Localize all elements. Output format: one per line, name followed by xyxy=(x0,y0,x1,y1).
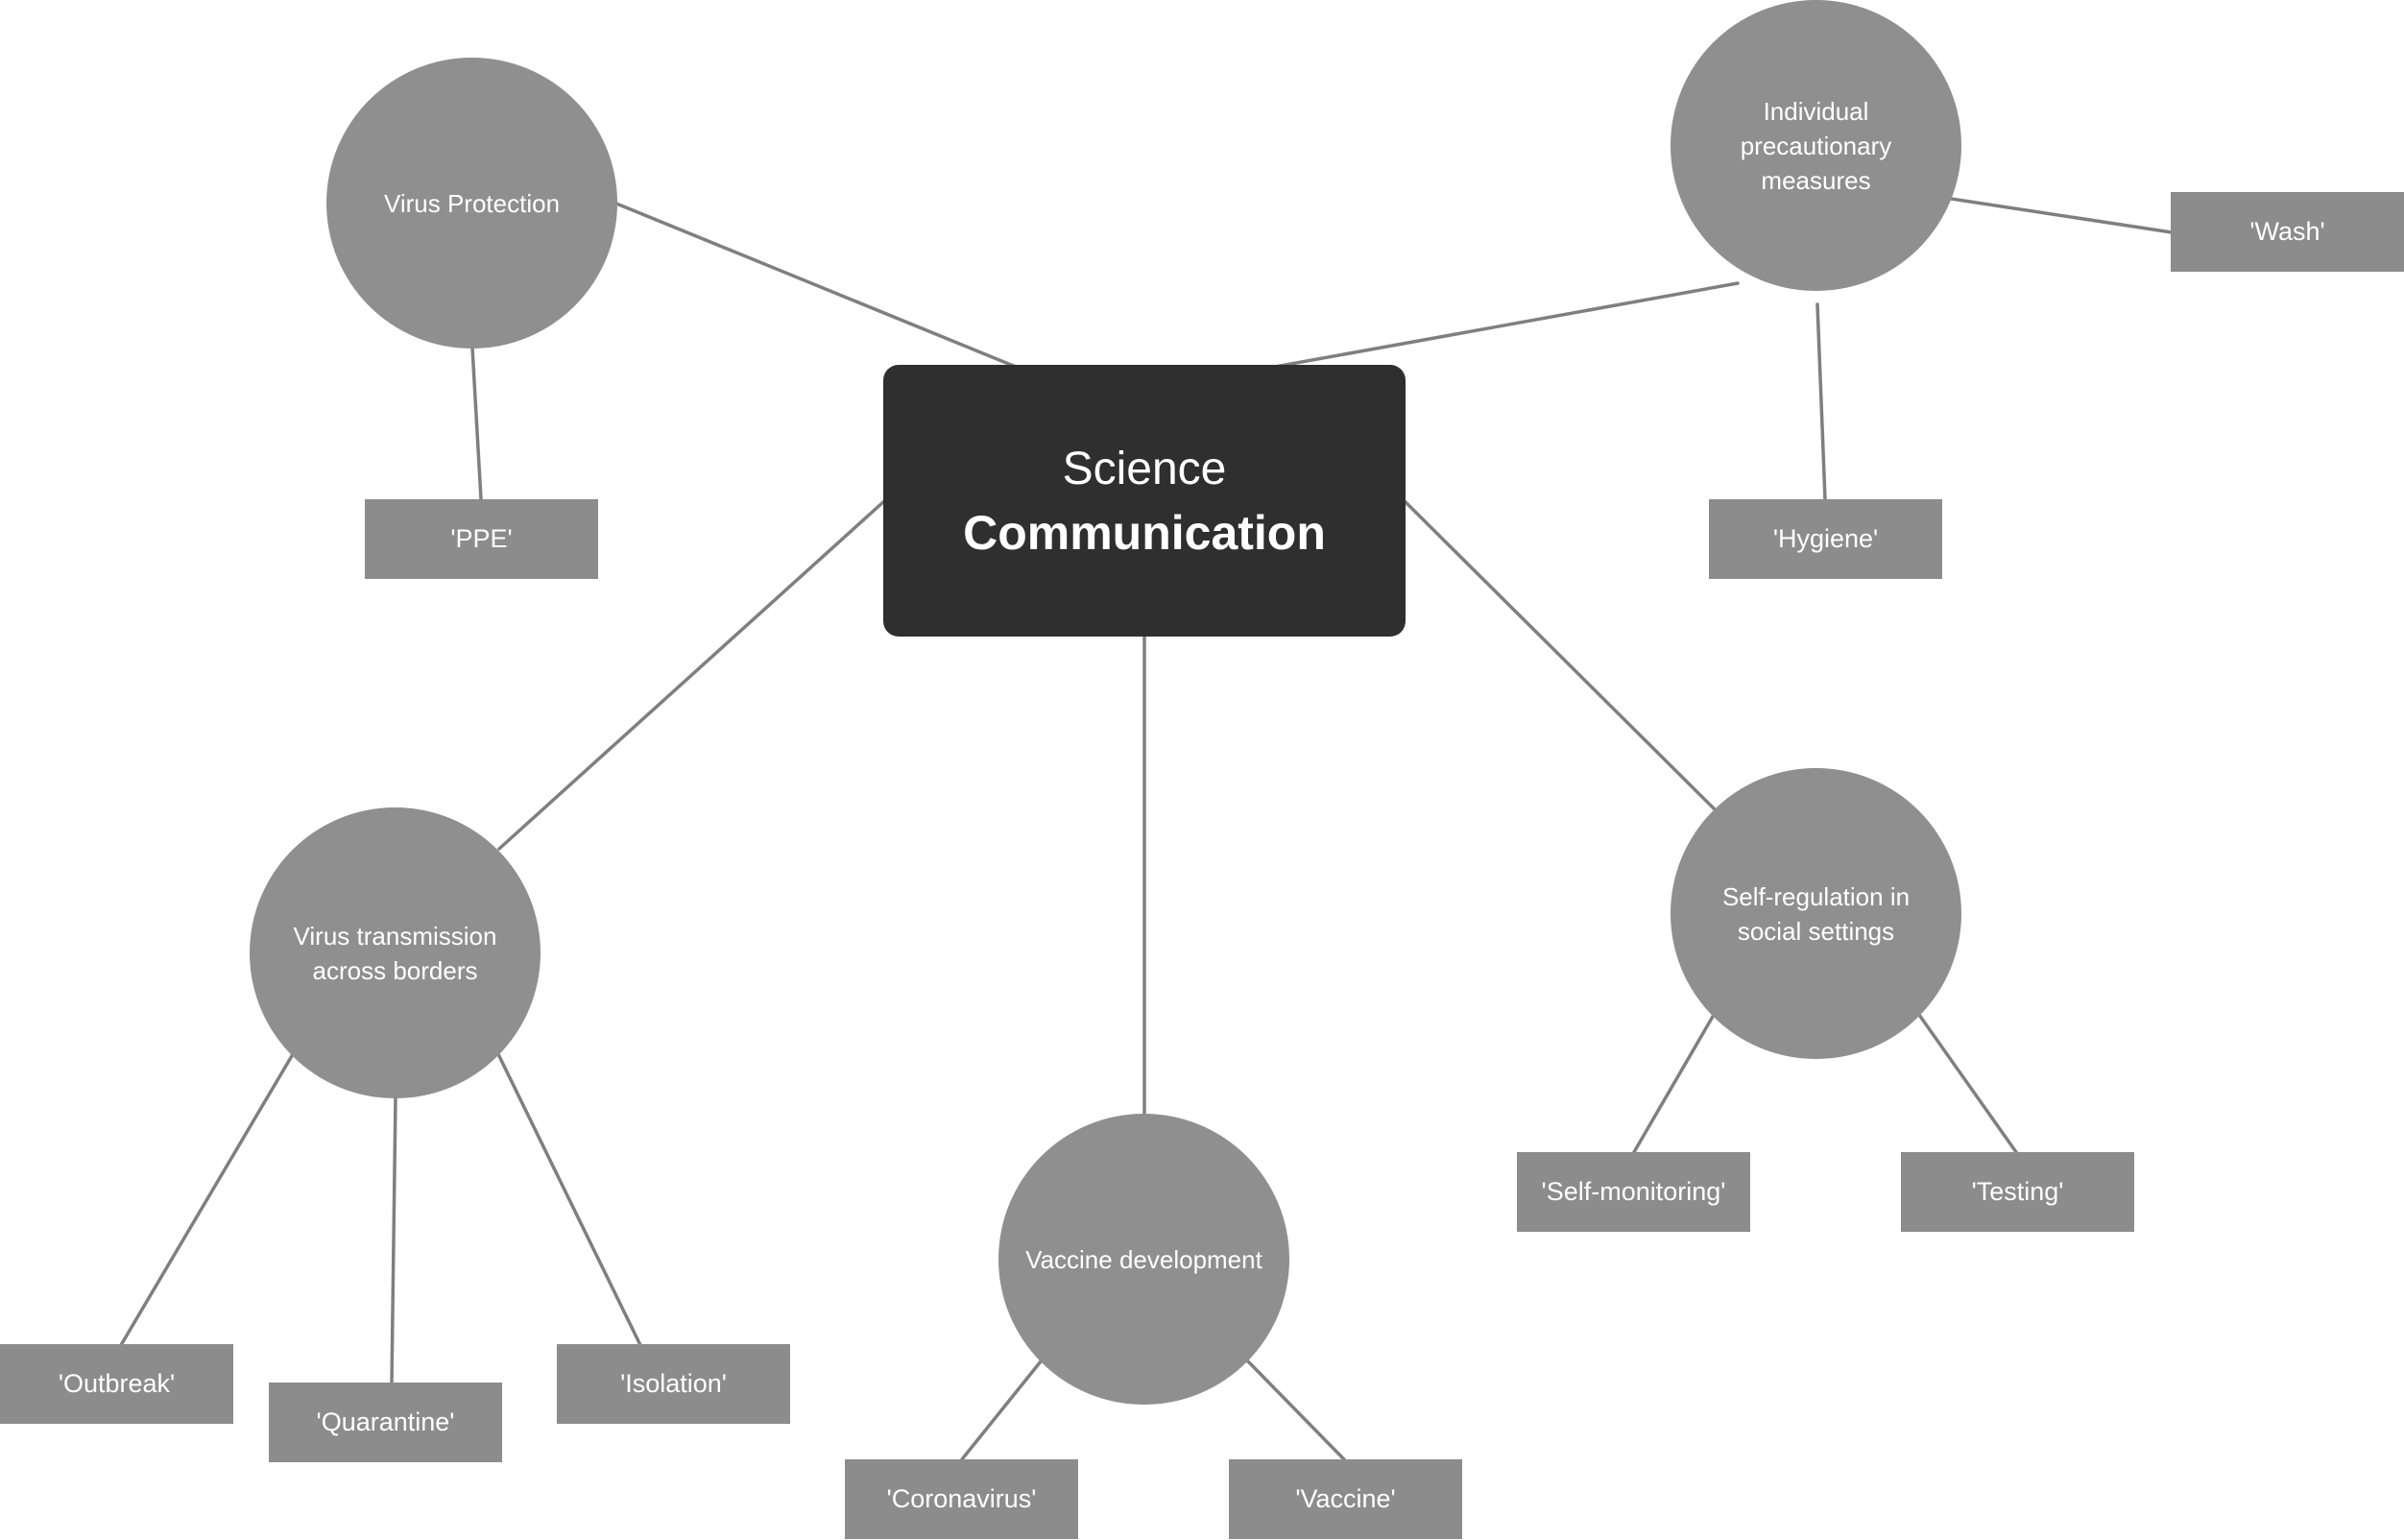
connector-central-self-regulation xyxy=(1403,499,1717,811)
connector-transmission-outbreak xyxy=(119,1052,295,1347)
keyword-testing[interactable]: 'Testing' xyxy=(1901,1152,2134,1232)
keyword-vaccine[interactable]: 'Vaccine' xyxy=(1229,1459,1462,1539)
connector-vaccine-coronavirus xyxy=(960,1360,1043,1461)
connector-virus-protection-ppe xyxy=(470,346,483,501)
connector-transmission-isolation xyxy=(496,1052,642,1347)
topic-label: Virus transmission across borders xyxy=(293,921,497,985)
connector-vaccine-vaccine xyxy=(1246,1360,1346,1461)
connector-transmission-quarantine xyxy=(390,1095,397,1385)
connector-central-virus-protection xyxy=(614,202,1018,369)
topic-virus-transmission-across-borders[interactable]: Virus transmission across borders xyxy=(250,807,541,1098)
topic-vaccine-development[interactable]: Vaccine development xyxy=(998,1114,1289,1405)
keyword-outbreak[interactable]: 'Outbreak' xyxy=(0,1344,233,1424)
connector-self-regulation-testing xyxy=(1917,1013,2018,1154)
connector-precautionary-wash xyxy=(1949,197,2174,234)
central-node-science-communication[interactable]: Science Communication xyxy=(883,365,1406,637)
topic-individual-precautionary-measures[interactable]: Individual precautionary measures xyxy=(1671,0,1961,291)
central-title-line2: Communication xyxy=(963,505,1326,560)
keyword-self-monitoring[interactable]: 'Self-monitoring' xyxy=(1517,1152,1750,1232)
central-title-line1: Science xyxy=(1062,443,1227,494)
keyword-hygiene[interactable]: 'Hygiene' xyxy=(1709,499,1942,579)
connector-central-precautionary xyxy=(1273,281,1740,369)
keyword-isolation[interactable]: 'Isolation' xyxy=(557,1344,790,1424)
topic-label: Virus Protection xyxy=(383,188,561,218)
keyword-coronavirus[interactable]: 'Coronavirus' xyxy=(845,1459,1078,1539)
topic-label: Individual precautionary measures xyxy=(1740,96,1892,195)
keyword-ppe[interactable]: 'PPE' xyxy=(365,499,598,579)
connector-self-regulation-self-monitoring xyxy=(1632,1013,1716,1154)
connector-central-virus-transmission xyxy=(497,499,886,851)
topic-self-regulation-in-social-settings[interactable]: Self-regulation in social settings xyxy=(1671,768,1961,1059)
keyword-wash[interactable]: 'Wash' xyxy=(2171,192,2404,272)
keyword-quarantine[interactable]: 'Quarantine' xyxy=(269,1383,502,1462)
topic-label: Vaccine development xyxy=(1025,1244,1262,1274)
topic-label: Self-regulation in social settings xyxy=(1721,881,1911,946)
connector-precautionary-hygiene xyxy=(1815,302,1827,501)
topic-virus-protection[interactable]: Virus Protection xyxy=(326,58,617,349)
